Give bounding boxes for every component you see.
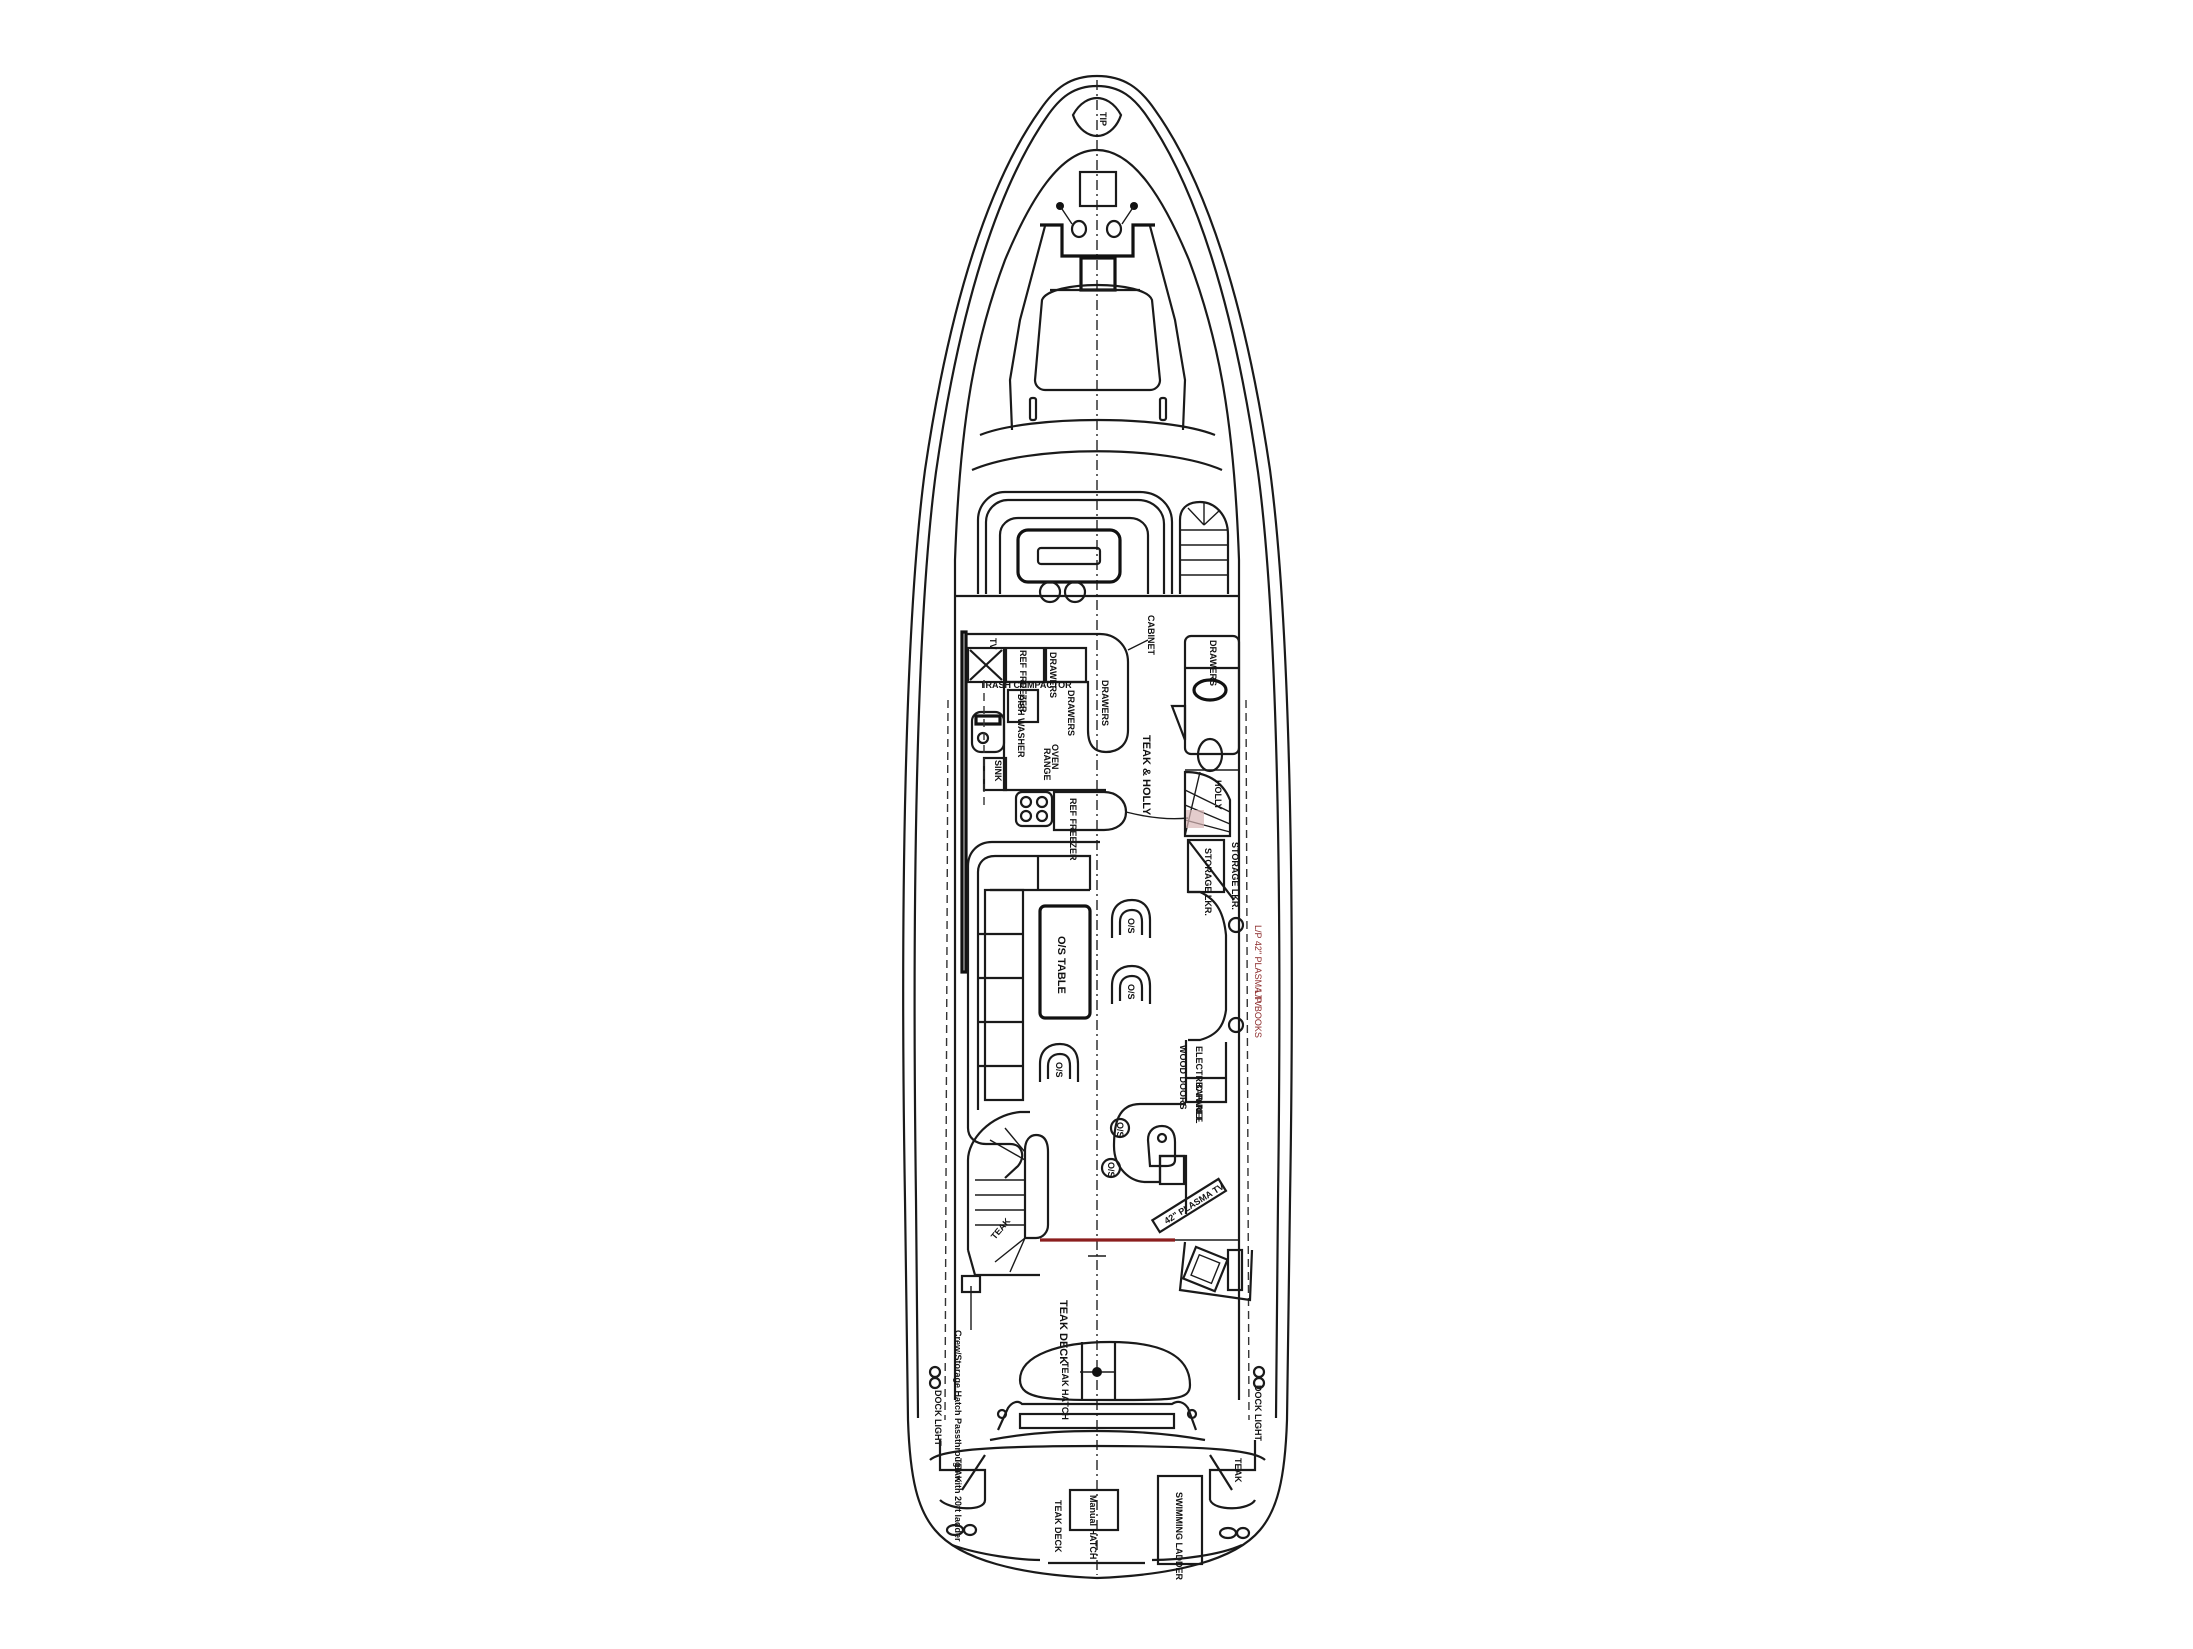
- salon-table: [1038, 904, 1092, 1020]
- svg-text:OVEN: OVEN: [1050, 744, 1060, 770]
- toilet: [1196, 737, 1224, 773]
- svg-text:O/S: O/S: [1126, 918, 1136, 934]
- svg-text:DOCK LIGHT: DOCK LIGHT: [933, 1390, 943, 1446]
- svg-text:SWIMMING LADDER: SWIMMING LADDER: [1174, 1492, 1184, 1580]
- port-aft-stairs: TEAK: [960, 1110, 1050, 1294]
- teak-hatch: [1018, 1340, 1192, 1402]
- bow-tag-label: TIP: [1098, 112, 1108, 126]
- floor-teak-holly-label: TEAK & HOLLY: [1140, 735, 1152, 816]
- electric-panel-area: WOOD DOORS ELECTRIC PANEL BAR REF: [1178, 1040, 1228, 1124]
- salon: O/S TABLE O/S O/S O/S O/S O/S: [966, 840, 1152, 1179]
- galley-bar-end: [1052, 790, 1128, 832]
- manual-hatch: [1068, 1488, 1120, 1532]
- svg-text:O/S: O/S: [1126, 984, 1136, 1000]
- svg-text:RANGE: RANGE: [1042, 748, 1052, 781]
- svg-text:TEAK: TEAK: [989, 1216, 1013, 1242]
- svg-text:HOLLY: HOLLY: [1213, 780, 1223, 810]
- note-books: L/P BOOKS: [1253, 990, 1263, 1038]
- svg-text:DRAWERS: DRAWERS: [1048, 652, 1058, 698]
- svg-text:DRAWERS: DRAWERS: [1100, 680, 1110, 726]
- svg-text:DISH WASHER: DISH WASHER: [1016, 694, 1026, 758]
- svg-text:REF FREEZER: REF FREEZER: [1018, 650, 1028, 713]
- svg-text:ELECTRIC PANEL: ELECTRIC PANEL: [1194, 1046, 1204, 1124]
- svg-text:TEAK: TEAK: [953, 1458, 963, 1483]
- svg-text:O/S: O/S: [1054, 1062, 1064, 1078]
- starboard-lockers: STORAGE LKR. STORAGE LKR. L/P 42" PLASMA…: [1186, 838, 1263, 1042]
- crew-hatch-note: Crew/Storage Hatch Passthrough with 20ft…: [953, 1330, 963, 1542]
- svg-text:REF FREEZER: REF FREEZER: [1068, 798, 1078, 861]
- forward-cockpit: [976, 490, 1230, 604]
- svg-text:Manual HATCH: Manual HATCH: [1088, 1495, 1098, 1559]
- svg-text:SINK: SINK: [993, 760, 1003, 782]
- hull-outline: [902, 74, 1293, 1580]
- svg-text:O/S: O/S: [1115, 1122, 1125, 1138]
- svg-text:TEAK HATCH: TEAK HATCH: [1060, 1362, 1070, 1420]
- svg-text:TEAK: TEAK: [1233, 1458, 1243, 1483]
- svg-text:DRAWERS: DRAWERS: [1066, 690, 1076, 736]
- aft-bar: 42" PLASMA TV: [1112, 1102, 1228, 1234]
- stool-1: [1109, 1117, 1131, 1139]
- chair-2: O/S: [1110, 964, 1152, 1004]
- ref-freezer-upper: [1004, 646, 1046, 684]
- chair-3: O/S: [1038, 1042, 1080, 1082]
- day-head: DRAWERS HOLLY: [1170, 634, 1241, 838]
- svg-text:CABINET: CABINET: [1146, 615, 1156, 656]
- forward-table: [1016, 528, 1122, 584]
- foredeck-sunpad: [1033, 283, 1162, 392]
- salon-table-label: O/S TABLE: [1055, 936, 1067, 994]
- trash-compactor: [966, 646, 1006, 684]
- svg-text:STORAGE LKR.: STORAGE LKR.: [1203, 848, 1213, 916]
- svg-text:DOCK LIGHT: DOCK LIGHT: [1253, 1385, 1263, 1441]
- swim-platform-teak-label: TEAK DECK: [1053, 1500, 1063, 1553]
- starboard-aft-steps: [1178, 1241, 1254, 1302]
- dishwasher: [1006, 688, 1040, 724]
- wood-doors-label: WOOD DOORS: [1178, 1045, 1188, 1110]
- vanity-sink: [1192, 678, 1228, 702]
- galley: REF FREEZER TV DRAWERS DRAWERS DRAWERS C…: [960, 615, 1189, 974]
- windlass-left: [1070, 219, 1088, 239]
- svg-text:42" PLASMA TV: 42" PLASMA TV: [1162, 1181, 1225, 1226]
- svg-text:TRASH COMPACTOR: TRASH COMPACTOR: [980, 680, 1072, 690]
- note-plasma-lift: L/P 42" PLASMA TV: [1253, 925, 1263, 1006]
- swim-platform: TEAK TEAK TEAK DECK Manual HATCH SWIMMIN…: [929, 1440, 1266, 1580]
- chair-1: O/S: [1110, 898, 1152, 938]
- svg-text:STORAGE LKR.: STORAGE LKR.: [1230, 842, 1240, 910]
- svg-text:BAR REF: BAR REF: [1194, 1082, 1204, 1123]
- bow-area: TIP: [971, 96, 1223, 472]
- svg-text:O/S: O/S: [1106, 1162, 1116, 1178]
- plasma-tv: 42" PLASMA TV: [1150, 1177, 1228, 1234]
- cooktop: [1014, 790, 1054, 828]
- svg-text:TV: TV: [988, 638, 998, 650]
- teak-deck-label: TEAK DECK: [1057, 1300, 1069, 1364]
- bow-hatch: [1078, 170, 1118, 208]
- windlass-right: [1105, 219, 1123, 239]
- aft-deck: TEAK DECK Crew/Storage Hatch Passthrough…: [928, 1286, 1266, 1542]
- svg-text:DRAWERS: DRAWERS: [1208, 640, 1218, 686]
- swimming-ladder: [1156, 1474, 1204, 1566]
